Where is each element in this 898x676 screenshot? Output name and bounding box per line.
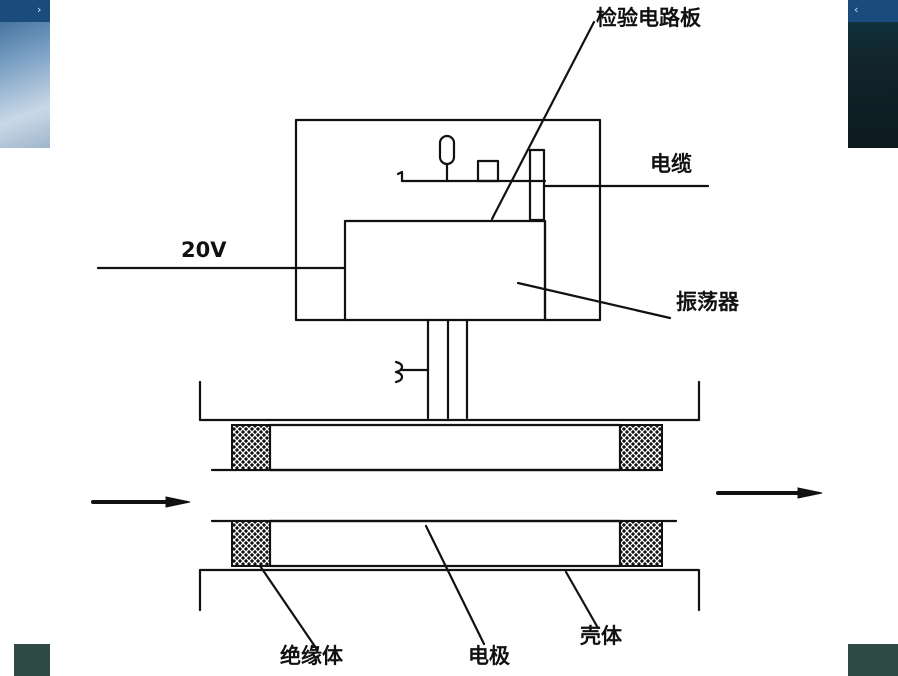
housing-top [198, 380, 701, 422]
label-oscillator: 振荡器 [676, 290, 739, 314]
flow-arrow-right-head [797, 487, 823, 499]
spring-symbol [394, 360, 430, 384]
slide-corner-top-right: ‹ [848, 0, 898, 148]
electrode-leader [424, 524, 486, 646]
insulator-top-right [619, 424, 663, 471]
insulator-bottom-left [231, 520, 271, 567]
slide-corner-bottom-left [14, 644, 50, 676]
board-mark [396, 170, 404, 183]
board-component-box [476, 159, 500, 183]
electrode-top-body [268, 423, 622, 472]
board-leader [490, 20, 596, 221]
label-housing: 壳体 [580, 624, 622, 648]
corner-bar [0, 0, 50, 22]
housing-leader [564, 570, 600, 630]
label-insulator: 绝缘体 [280, 644, 343, 668]
label-voltage: 20V [181, 238, 227, 262]
board-connector [528, 148, 546, 222]
slide-corner-top-left: › [0, 0, 50, 148]
insulator-top-left [231, 424, 271, 471]
electrode-bottom-body [268, 519, 622, 568]
corner-bar [848, 0, 898, 22]
slide-corner-bottom-right [848, 644, 898, 676]
housing-bottom [198, 568, 701, 612]
board-component-tube [438, 134, 456, 166]
chevron-left-icon: ‹ [854, 3, 859, 16]
chevron-right-icon: › [37, 3, 42, 16]
label-cable: 电缆 [650, 152, 692, 176]
insulator-bottom-right [619, 520, 663, 567]
oscillator-leader [516, 281, 672, 320]
flow-arrow-left-head [165, 496, 191, 508]
label-electrode: 电极 [468, 644, 510, 668]
oscillator-box [343, 219, 547, 322]
label-circuit-board: 检验电路板 [596, 6, 701, 30]
insulator-leader [254, 558, 318, 650]
